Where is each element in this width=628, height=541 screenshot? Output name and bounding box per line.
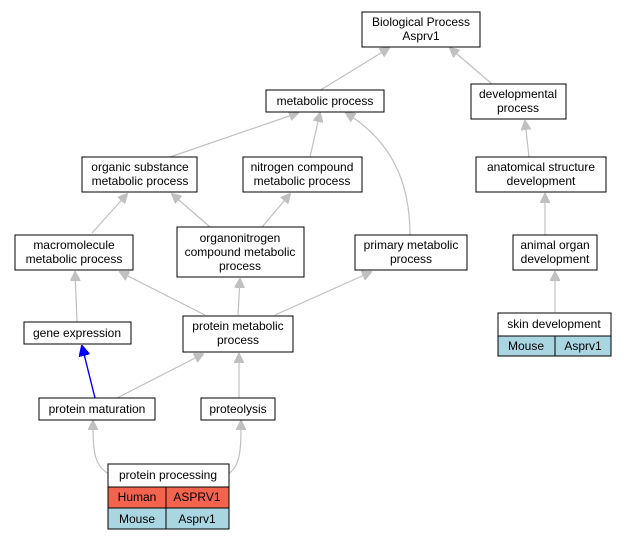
- node-animal-organ[interactable]: animal organ development: [512, 234, 598, 271]
- edges: [75, 48, 555, 477]
- skin-gene-label: Asprv1: [564, 339, 602, 353]
- node-skin-development[interactable]: skin development Mouse Asprv1: [497, 312, 612, 357]
- node-gene-expression[interactable]: gene expression: [23, 321, 132, 345]
- node-organonitrogen[interactable]: organonitrogen compound metabolic proces…: [176, 226, 305, 278]
- node-organic-substance[interactable]: organic substance metabolic process: [81, 156, 198, 193]
- edge-protein-metabolic-organonitrogen: [238, 279, 240, 316]
- node-root-line-2: Asprv1: [402, 29, 440, 43]
- node-protein-processing[interactable]: protein processing Human ASPRV1 Mouse As…: [107, 463, 230, 530]
- node-root-line-1: Biological Process: [372, 15, 470, 29]
- node-nitrogen-compound-line-1: nitrogen compound: [251, 160, 354, 174]
- edge-protein-maturation-gene-expression: [82, 346, 96, 399]
- node-skin-development-title: skin development: [507, 317, 601, 331]
- node-anatomical-structure-line-1: anatomical structure: [487, 160, 595, 174]
- node-organonitrogen-line-3: process: [219, 259, 261, 273]
- edge-organic-metabolic: [169, 113, 298, 158]
- node-primary-metabolic-line-2: process: [390, 252, 432, 266]
- node-organonitrogen-line-2: compound metabolic: [185, 245, 296, 259]
- node-organic-substance-line-2: metabolic process: [92, 174, 189, 188]
- edge-protein-metabolic-primary: [274, 272, 371, 316]
- node-anatomical-structure-line-2: development: [507, 174, 576, 188]
- node-proteolysis-label: proteolysis: [209, 402, 266, 416]
- node-metabolic-process-label: metabolic process: [277, 94, 374, 108]
- processing-mouse-species-label: Mouse: [119, 512, 155, 526]
- node-protein-maturation[interactable]: protein maturation: [38, 397, 156, 421]
- edge-organonitrogen-organic: [172, 194, 211, 228]
- node-macromolecule[interactable]: macromolecule metabolic process: [14, 234, 134, 271]
- node-root[interactable]: Biological Process Asprv1: [361, 11, 481, 48]
- skin-gene-cell: [554, 335, 612, 357]
- node-organonitrogen-line-1: organonitrogen: [200, 231, 281, 245]
- node-metabolic-process[interactable]: metabolic process: [265, 89, 385, 113]
- node-primary-metabolic[interactable]: primary metabolic process: [354, 234, 468, 271]
- node-animal-organ-line-1: animal organ: [520, 238, 589, 252]
- edge-anatomical-developmental: [525, 121, 529, 158]
- processing-human-gene-label: ASPRV1: [173, 490, 220, 504]
- node-macromolecule-line-1: macromolecule: [33, 238, 115, 252]
- node-macromolecule-line-2: metabolic process: [26, 252, 123, 266]
- processing-mouse-gene-label: Asprv1: [178, 512, 216, 526]
- node-gene-expression-label: gene expression: [33, 326, 121, 340]
- processing-mouse-gene-cell: [165, 507, 230, 530]
- node-nitrogen-compound[interactable]: nitrogen compound metabolic process: [242, 156, 363, 193]
- edge-nitrogen-metabolic: [309, 113, 320, 158]
- node-anatomical-structure[interactable]: anatomical structure development: [475, 156, 607, 193]
- edge-protein-metabolic-macromolecule: [120, 272, 206, 316]
- node-protein-maturation-label: protein maturation: [49, 402, 146, 416]
- node-primary-metabolic-line-1: primary metabolic: [364, 238, 459, 252]
- edge-organonitrogen-nitrogen: [261, 194, 290, 228]
- node-organic-substance-line-1: organic substance: [91, 160, 189, 174]
- edge-macromolecule-organic: [91, 194, 127, 234]
- node-protein-processing-title: protein processing: [119, 468, 217, 482]
- edge-developmental-root: [450, 48, 493, 85]
- node-animal-organ-line-2: development: [521, 252, 590, 266]
- edge-protein-maturation-protein-metabolic: [116, 354, 203, 399]
- node-protein-metabolic[interactable]: protein metabolic process: [182, 315, 294, 353]
- node-nitrogen-compound-line-2: metabolic process: [254, 174, 351, 188]
- node-proteolysis[interactable]: proteolysis: [200, 397, 276, 421]
- node-protein-metabolic-line-2: process: [217, 333, 259, 347]
- node-protein-metabolic-line-1: protein metabolic: [192, 319, 283, 333]
- node-developmental-process-line-2: process: [497, 101, 539, 115]
- edge-gene-expression-macromolecule: [75, 272, 77, 323]
- skin-species-label: Mouse: [508, 339, 544, 353]
- edge-metabolic-root: [318, 48, 389, 92]
- processing-human-species-label: Human: [118, 490, 157, 504]
- edge-primary-metabolic: [346, 113, 411, 236]
- node-developmental-process-line-1: developmental: [479, 87, 557, 101]
- node-developmental-process[interactable]: developmental process: [470, 83, 567, 120]
